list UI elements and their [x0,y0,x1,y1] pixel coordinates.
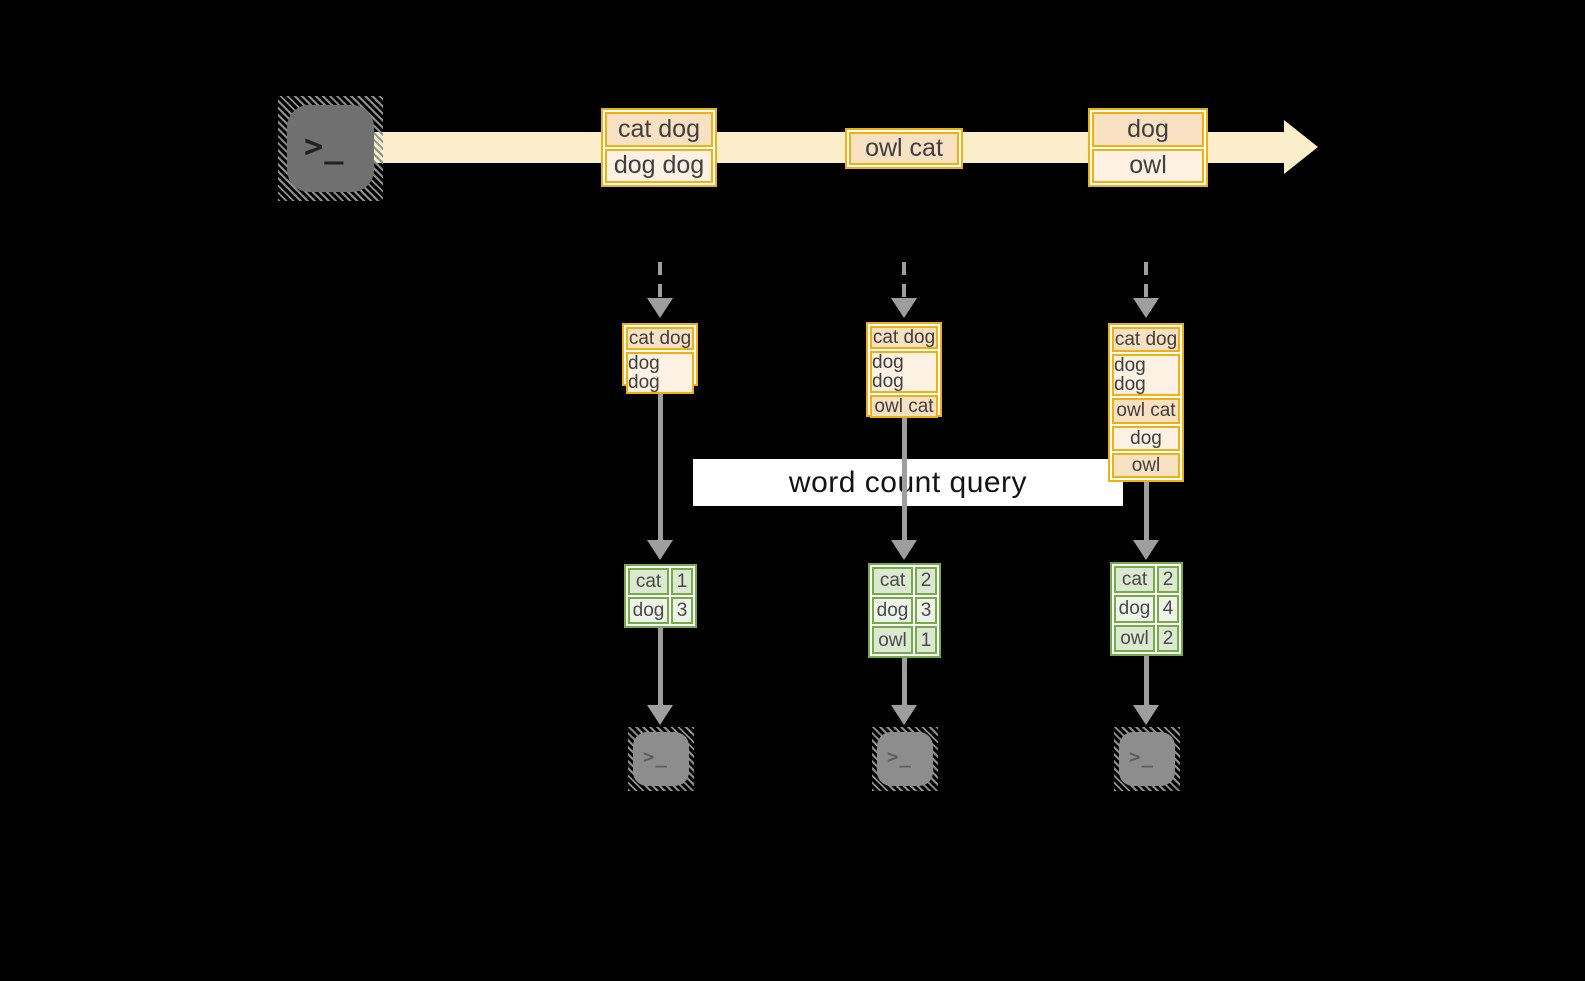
buffer-box: cat dog dog dog owl cat [866,322,942,418]
buffer-box: cat dog dog dog owl cat dog owl [1108,323,1184,482]
buffer-cell: cat dog [1112,327,1180,353]
buffer-cell: dog [1112,425,1180,451]
ingest-arrowhead-icon [891,298,917,318]
query-arrowhead-icon [647,540,673,560]
buffer-cell: cat dog [870,326,938,349]
output-arrowhead-icon [647,705,673,725]
terminal-screen: >_ [877,732,933,786]
stream-record: cat dog dog dog [601,108,717,187]
consumer-terminal-icon: >_ [872,727,938,791]
table-row: owl 1 [872,626,937,655]
buffer-cell: cat dog [626,327,694,350]
table-row: dog 3 [872,596,937,625]
stream-record-line: dog dog [605,148,713,183]
table-row: dog 3 [628,597,693,624]
count-table: cat 2 dog 4 owl 2 [1110,562,1183,656]
table-row: dog 4 [1114,595,1179,623]
count-cell: 1 [915,626,937,655]
count-cell: 4 [1157,595,1179,623]
word-cell: dog [1114,595,1155,623]
stream-record-line: cat dog [605,112,713,147]
stream-record-line: dog [1092,112,1204,147]
query-arrow-line [658,386,663,542]
terminal-prompt-icon: >_ [887,746,912,768]
table-row: cat 1 [628,568,693,595]
terminal-prompt-icon: >_ [643,746,668,768]
table-row: cat 2 [1114,566,1179,594]
table-row: cat 2 [872,567,937,595]
query-arrowhead-icon [891,540,917,560]
terminal-screen: >_ [287,105,374,192]
stream-record: owl cat [845,128,963,169]
query-arrowhead-icon [1133,540,1159,560]
query-banner: word count query [693,459,1123,506]
count-cell: 2 [1157,566,1179,594]
stream-record-line: owl [1092,148,1204,183]
ingest-arrow-line [902,262,906,300]
table-row: owl 2 [1114,624,1179,652]
word-cell: cat [1114,566,1155,594]
source-terminal-icon: >_ [278,96,383,201]
count-cell: 3 [671,597,693,624]
terminal-screen: >_ [1119,732,1175,786]
word-cell: cat [872,567,913,595]
terminal-prompt-icon: >_ [1129,746,1154,768]
word-cell: cat [628,568,669,595]
consumer-terminal-icon: >_ [628,727,694,791]
output-arrow-line [1144,656,1149,707]
terminal-prompt-icon: >_ [304,126,345,165]
stream-record: dog owl [1088,108,1208,187]
ingest-arrowhead-icon [647,298,673,318]
buffer-box: cat dog dog dog [622,323,698,394]
count-cell: 2 [915,567,937,595]
count-table: cat 2 dog 3 owl 1 [868,563,941,658]
word-cell: owl [1114,624,1155,652]
stream-arrowhead-icon [1284,120,1318,174]
output-arrowhead-icon [1133,705,1159,725]
query-arrow-line [1144,482,1149,542]
ingest-arrow-line [1144,262,1148,300]
ingest-arrow-line [658,262,662,300]
buffer-cell: dog dog [1112,354,1180,397]
buffer-cell: dog dog [626,352,694,394]
buffer-cell: dog dog [870,351,938,393]
count-table: cat 1 dog 3 [624,564,697,628]
count-cell: 3 [915,596,937,625]
consumer-terminal-icon: >_ [1114,727,1180,791]
count-cell: 2 [1157,624,1179,652]
buffer-cell: owl cat [870,395,938,418]
output-arrowhead-icon [891,705,917,725]
output-arrow-line [902,658,907,707]
count-cell: 1 [671,568,693,595]
query-arrow-line [902,417,907,542]
buffer-cell: owl [1112,452,1180,478]
ingest-arrowhead-icon [1133,298,1159,318]
stream-record-line: owl cat [849,132,959,165]
buffer-cell: owl cat [1112,398,1180,424]
output-arrow-line [658,628,663,707]
word-cell: owl [872,626,913,655]
terminal-screen: >_ [633,732,689,786]
word-cell: dog [628,597,669,624]
word-cell: dog [872,596,913,625]
